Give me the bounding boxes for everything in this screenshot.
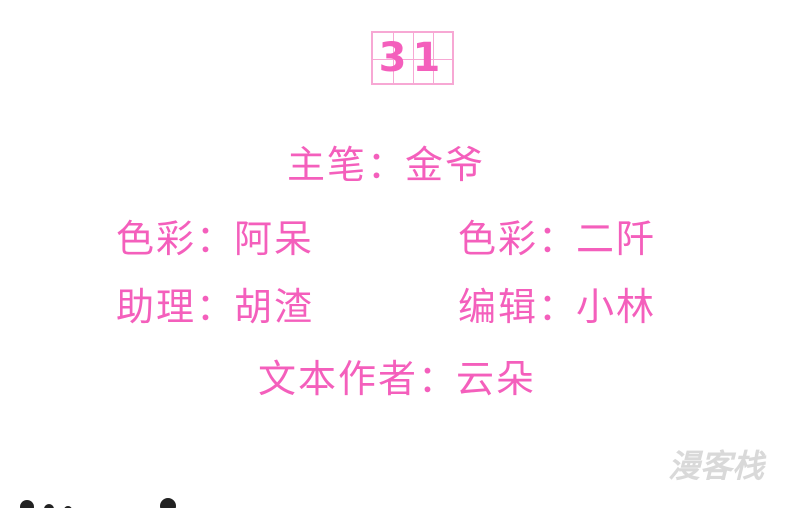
credit-separator: ： xyxy=(367,143,408,187)
bottom-artwork-edge xyxy=(10,496,180,508)
credit-role: 编辑 xyxy=(458,285,539,329)
credit-name: 胡渣 xyxy=(234,285,315,329)
credit-separator: ： xyxy=(538,217,579,261)
credit-role: 主笔 xyxy=(287,143,368,187)
credit-name: 云朵 xyxy=(456,357,537,401)
credit-role: 色彩 xyxy=(116,217,197,261)
credit-name: 金爷 xyxy=(405,143,486,187)
credit-name: 小林 xyxy=(576,285,657,329)
credit-role: 色彩 xyxy=(458,217,539,261)
credit-separator: ： xyxy=(538,285,579,329)
credit-separator: ： xyxy=(196,285,237,329)
credit-assistant: 助理：胡渣 xyxy=(116,288,314,326)
credit-separator: ： xyxy=(196,217,237,261)
credit-editor: 编辑：小林 xyxy=(458,288,656,326)
watermark-logo: 漫客栈 xyxy=(668,447,765,485)
chapter-number-box: 31 xyxy=(371,31,454,85)
credit-color-1: 色彩：阿呆 xyxy=(116,220,314,258)
credit-writer: 文本作者：云朵 xyxy=(258,360,536,398)
credit-separator: ： xyxy=(418,357,459,401)
credit-role: 助理 xyxy=(116,285,197,329)
chapter-number: 31 xyxy=(378,35,447,81)
credit-role: 文本作者 xyxy=(258,357,419,401)
credit-color-2: 色彩：二阡 xyxy=(458,220,656,258)
credit-name: 二阡 xyxy=(576,217,657,261)
credit-name: 阿呆 xyxy=(234,217,315,261)
credit-main-artist: 主笔：金爷 xyxy=(287,146,485,184)
